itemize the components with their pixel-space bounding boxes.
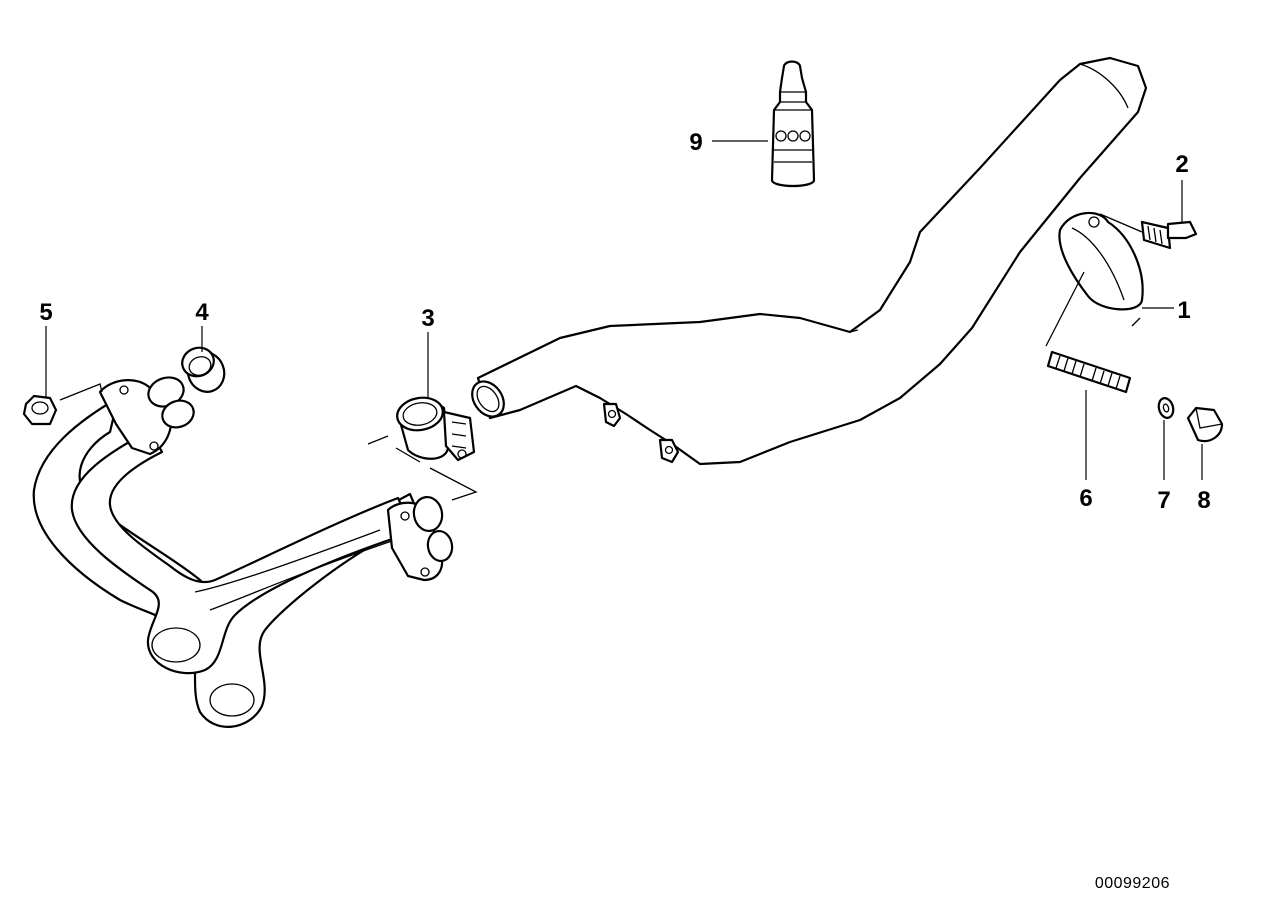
cap-nut-icon bbox=[1186, 406, 1224, 443]
bolt-icon bbox=[1140, 220, 1198, 250]
callout-2: 2 bbox=[1175, 151, 1188, 178]
washer-icon bbox=[1157, 397, 1175, 419]
callout-5: 5 bbox=[39, 299, 52, 326]
callout-3: 3 bbox=[421, 305, 434, 332]
callout-1: 1 bbox=[1177, 297, 1190, 324]
callout-8: 8 bbox=[1197, 487, 1210, 514]
callout-4: 4 bbox=[195, 299, 209, 326]
callout-9: 9 bbox=[689, 129, 702, 156]
muffler-bracket-clamp-icon bbox=[1058, 211, 1144, 311]
assembly-relation-lines bbox=[367, 213, 1143, 501]
paste-bottle-icon bbox=[770, 60, 816, 188]
pipe-clamp-icon bbox=[396, 396, 476, 462]
diagram-reference-number: 00099206 bbox=[1095, 875, 1170, 892]
collar-nut-icon bbox=[22, 394, 58, 426]
callout-6: 6 bbox=[1079, 485, 1092, 512]
exhaust-manifold-icon bbox=[32, 376, 454, 728]
exhaust-gasket-ring-icon bbox=[181, 346, 226, 393]
leader-lines bbox=[45, 140, 1203, 480]
stud-bolt-icon bbox=[1046, 350, 1132, 394]
callouts: 1 2 3 4 5 6 7 8 9 bbox=[39, 129, 1210, 514]
rear-silencer-icon bbox=[471, 56, 1148, 466]
callout-7: 7 bbox=[1157, 487, 1170, 514]
